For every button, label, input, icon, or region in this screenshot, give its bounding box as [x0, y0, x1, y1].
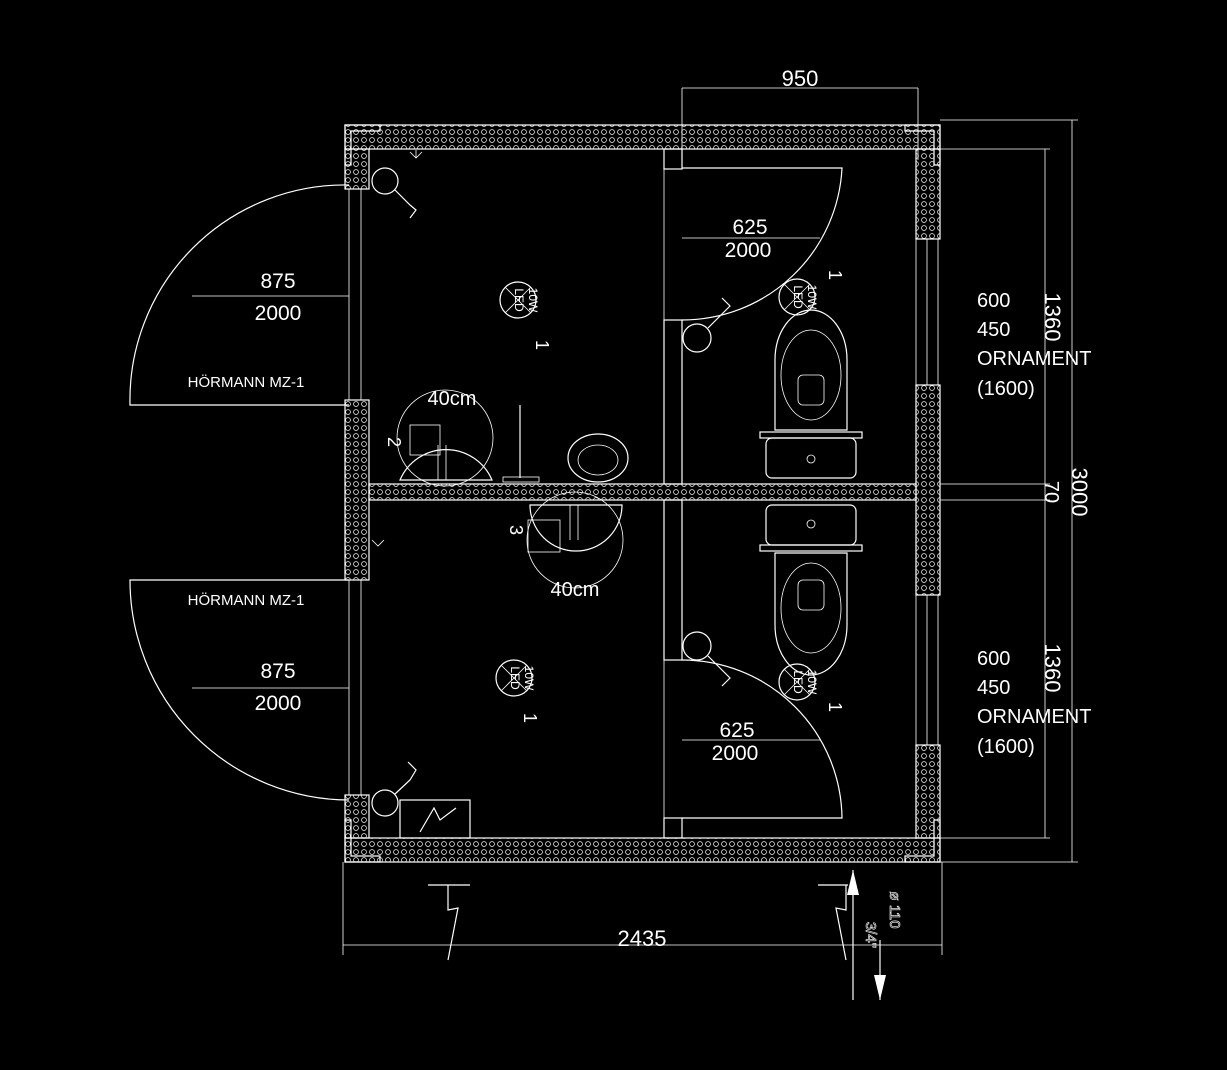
left-door-swings [129, 184, 350, 801]
basin-bottom-icon [526, 491, 624, 589]
light-main-top-kind: LED [512, 288, 526, 312]
pipe-fitting: 3/4" [862, 922, 879, 948]
door-left-bottom-width: 875 [260, 660, 295, 683]
door-wc-bottom-height: 2000 [712, 742, 759, 765]
basin-top-tag: 2 [384, 437, 404, 447]
window-top-height: 450 [977, 319, 1010, 341]
wc-partitions [663, 148, 683, 839]
window-top-type: ORNAMENT [977, 348, 1091, 370]
light-main-bottom-power: 10W [522, 666, 536, 691]
toilet-top [759, 309, 863, 479]
dimension-lines [342, 87, 1078, 955]
window-bottom-sill: (1600) [977, 736, 1035, 758]
door-left-top-height: 2000 [255, 302, 302, 325]
pipe-markers [428, 870, 886, 1000]
light-main-top-power: 10W [526, 288, 540, 313]
light-wc-bottom-kind: LED [791, 670, 805, 694]
light-wc-bottom-power: 10W [805, 670, 819, 695]
window-top-sill: (1600) [977, 378, 1035, 400]
light-fixtures [495, 278, 816, 701]
electric-panel-icon [399, 799, 471, 839]
top-width-dim: 950 [782, 66, 819, 91]
door-left-bottom-height: 2000 [255, 692, 302, 715]
light-main-bottom-kind: LED [508, 666, 522, 690]
door-left-top-model: HÖRMANN MZ-1 [188, 373, 305, 391]
right-top-height-dim: 1360 [1040, 293, 1065, 342]
window-top-width: 600 [977, 290, 1010, 312]
light-wc-top-power: 10W [805, 285, 819, 310]
partition-gap-dim: 70 [1040, 481, 1062, 503]
door-left-top-width: 875 [260, 270, 295, 293]
right-bottom-height-dim: 1360 [1040, 644, 1065, 693]
pipe-diameter: ø 110 [886, 891, 903, 928]
door-wc-bottom-width: 625 [719, 719, 754, 742]
light-wc-top-count: 1 [825, 270, 845, 280]
light-main-bottom-count: 1 [520, 713, 540, 723]
basin-bottom-size: 40cm [551, 579, 600, 601]
window-bottom-width: 600 [977, 648, 1010, 670]
toilet-bottom [759, 504, 863, 676]
left-door-frames [348, 188, 362, 796]
basin-bottom-tag: 3 [506, 525, 526, 535]
overall-height-dim: 3000 [1067, 468, 1092, 517]
door-wc-top-height: 2000 [725, 239, 772, 262]
right-windows [915, 238, 939, 746]
light-wc-top-kind: LED [791, 285, 805, 309]
window-bottom-height: 450 [977, 677, 1010, 699]
door-left-bottom-model: HÖRMANN MZ-1 [188, 591, 305, 609]
basin-top-icon [396, 389, 629, 487]
basin-top-size: 40cm [428, 388, 477, 410]
outer-walls [344, 124, 941, 863]
door-handle-icons [371, 150, 731, 817]
light-main-top-count: 1 [532, 340, 552, 350]
window-bottom-type: ORNAMENT [977, 706, 1091, 728]
wc-door-swings [681, 167, 843, 819]
door-wc-top-width: 625 [732, 216, 767, 239]
overall-width-dim: 2435 [618, 926, 667, 951]
light-wc-bottom-count: 1 [825, 702, 845, 712]
middle-partition [368, 483, 917, 501]
